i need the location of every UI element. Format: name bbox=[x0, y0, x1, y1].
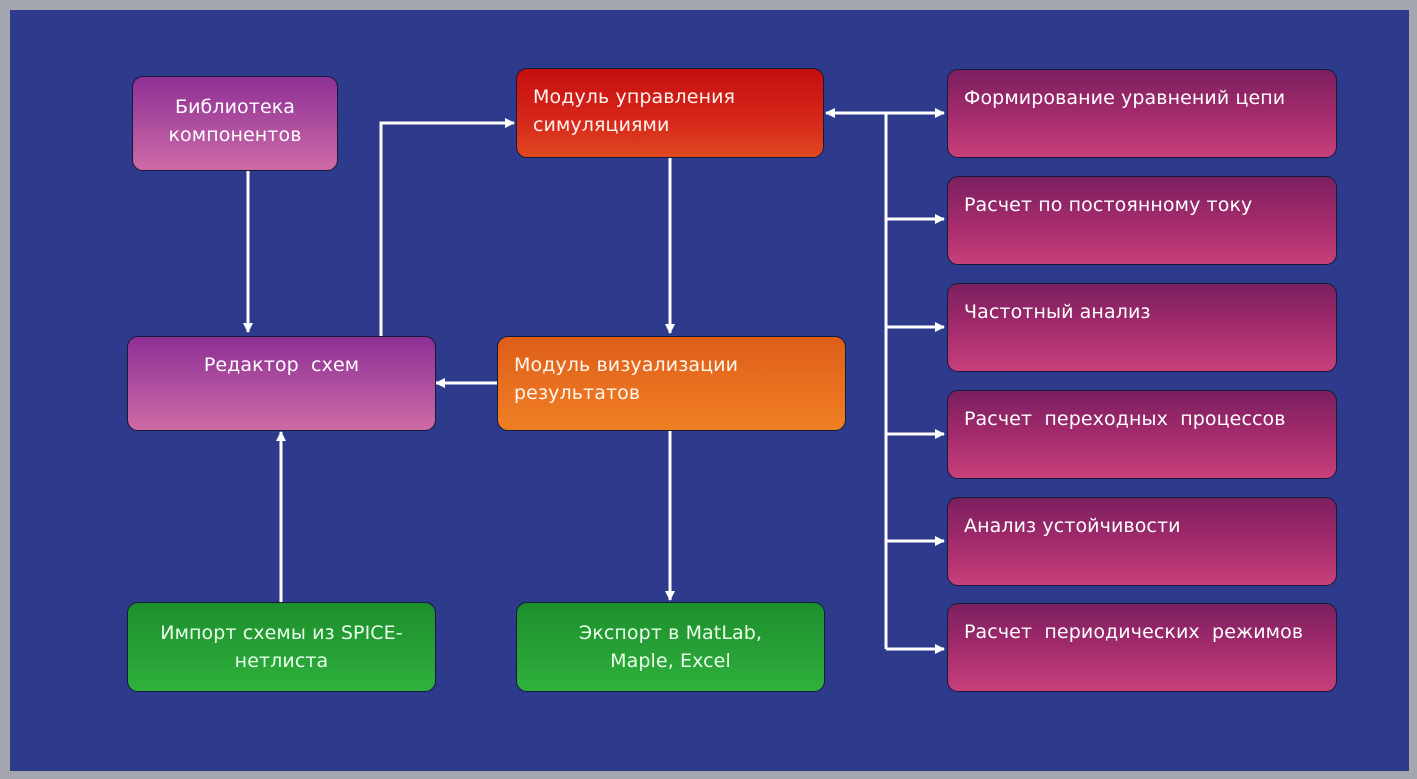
arrow-editor-to-sim-control bbox=[379, 118, 515, 336]
simulation-control-module-box: Модуль управления симуляциями bbox=[516, 68, 824, 158]
analysis-transient-box: Расчет переходных процессов bbox=[947, 390, 1337, 479]
visualization-label-line1: Модуль визуализации bbox=[514, 354, 739, 376]
export-box: Экспорт в MatLab, Maple, Excel bbox=[516, 602, 825, 692]
schematic-editor-box: Редактор схем bbox=[127, 336, 436, 431]
visualization-label-line2: результатов bbox=[514, 382, 641, 404]
analysis-dc-box: Расчет по постоянному току bbox=[947, 176, 1337, 265]
component-library-label-line1: Библиотека bbox=[174, 96, 296, 118]
analysis-frequency-label: Частотный анализ bbox=[964, 301, 1151, 323]
analysis-equation-formation-box: Формирование уравнений цепи bbox=[947, 69, 1337, 158]
analysis-periodic-label: Расчет периодических режимов bbox=[964, 621, 1304, 643]
component-library-label-line2: компонентов bbox=[168, 124, 302, 146]
analysis-frequency-box: Частотный анализ bbox=[947, 283, 1337, 372]
spice-import-label-line2: нетлиста bbox=[234, 650, 329, 672]
analysis-equation-formation-label: Формирование уравнений цепи bbox=[964, 87, 1286, 109]
analysis-dc-label: Расчет по постоянному току bbox=[964, 194, 1253, 216]
analysis-transient-label: Расчет переходных процессов bbox=[964, 408, 1286, 430]
spice-import-label-line1: Импорт схемы из SPICE- bbox=[160, 622, 403, 644]
analysis-stability-label: Анализ устойчивости bbox=[964, 515, 1181, 537]
export-label-line2: Maple, Excel bbox=[610, 650, 731, 672]
schematic-editor-label: Редактор схем bbox=[203, 354, 360, 376]
export-label-line1: Экспорт в MatLab, bbox=[578, 622, 763, 644]
simulation-control-label-line2: симуляциями bbox=[533, 114, 670, 136]
spice-import-box: Импорт схемы из SPICE- нетлиста bbox=[127, 602, 436, 692]
analysis-stability-box: Анализ устойчивости bbox=[947, 497, 1337, 586]
visualization-module-box: Модуль визуализации результатов bbox=[497, 336, 846, 431]
analysis-periodic-box: Расчет периодических режимов bbox=[947, 603, 1337, 692]
component-library-box: Библиотека компонентов bbox=[132, 76, 338, 171]
simulation-control-label-line1: Модуль управления bbox=[533, 86, 736, 108]
